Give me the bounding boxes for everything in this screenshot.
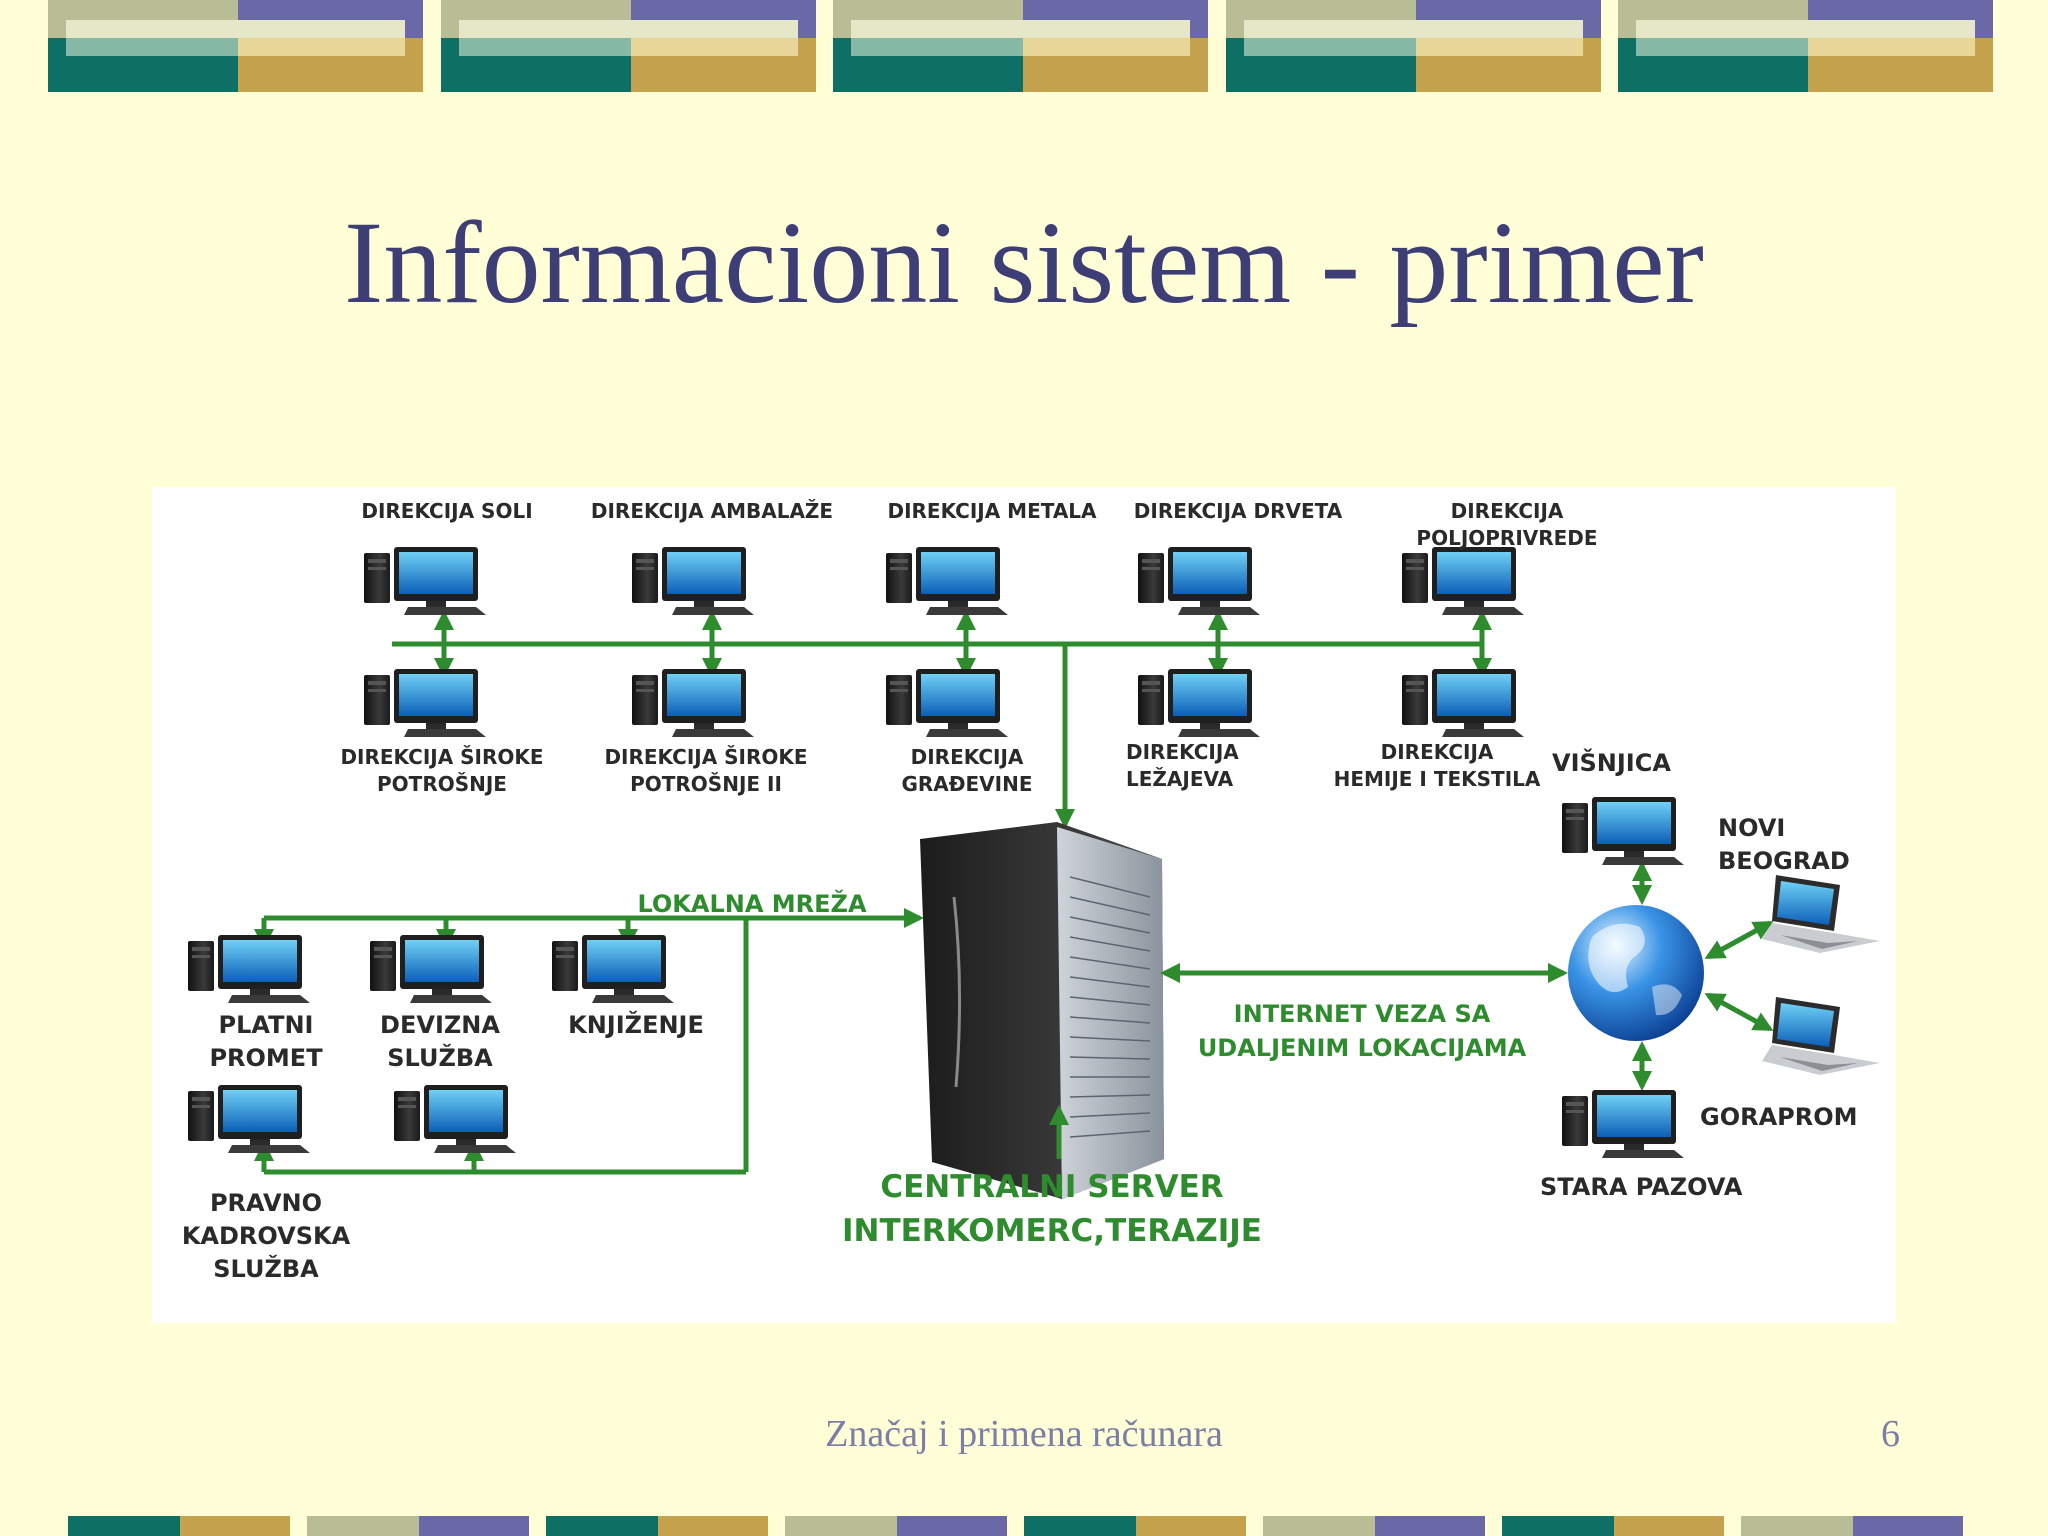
desktop-computer-icon — [1562, 797, 1684, 865]
desktop-computer-icon — [552, 935, 674, 1003]
desktop-computer-icon — [1138, 669, 1260, 737]
office-label: DIREKCIJA SOLI — [361, 499, 533, 523]
globe-icon — [1568, 905, 1704, 1041]
desktop-computer-icon — [188, 935, 310, 1003]
desktop-computer-icon — [364, 669, 486, 737]
desktop-computer-icon — [370, 935, 492, 1003]
office-label: DIREKCIJA ŠIROKE POTROŠNJE — [340, 745, 544, 796]
desktop-computer-icon — [1402, 547, 1524, 615]
internet-label: INTERNET VEZA SA UDALJENIM LOKACIJAMA — [1197, 1000, 1527, 1062]
bottom-decoration-bar — [68, 1516, 1963, 1536]
desktop-computer-icon — [632, 547, 754, 615]
laptop-icon — [1762, 997, 1880, 1075]
office-label: DIREKCIJA ŠIROKE POTROŠNJE II — [604, 745, 808, 796]
top-decoration-bar — [48, 0, 1993, 92]
desktop-computer-icon — [1138, 547, 1260, 615]
desktop-computer-icon — [886, 547, 1008, 615]
remote-location-label: VIŠNJICA — [1552, 749, 1671, 777]
office-label: DIREKCIJA METALA — [887, 499, 1097, 523]
footer-text: Značaj i primena računara — [825, 1413, 1223, 1455]
desktop-computer-icon — [1402, 669, 1524, 737]
department-label: PRAVNO KADROVSKA SLUŽBA — [181, 1189, 351, 1283]
server-tower-icon — [920, 822, 1164, 1199]
remote-location-label: NOVI BEOGRAD — [1718, 814, 1850, 875]
office-label: DIREKCIJA POLJOPRIVREDE — [1416, 499, 1598, 550]
desktop-computer-icon — [394, 1085, 516, 1153]
page-number: 6 — [1881, 1413, 1900, 1455]
remote-location-label: GORAPROM — [1700, 1103, 1858, 1131]
slide-title: Informacioni sistem - primer — [344, 197, 1704, 328]
office-label: DIREKCIJA GRAĐEVINE — [901, 745, 1033, 796]
network-diagram: DIREKCIJA SOLI DIREKCIJA AMBALAŽE DIREKC… — [152, 487, 1896, 1323]
department-label: PLATNI PROMET — [209, 1011, 323, 1072]
desktop-computer-icon — [886, 669, 1008, 737]
desktop-computer-icon — [188, 1085, 310, 1153]
desktop-computer-icon — [364, 547, 486, 615]
office-label: DIREKCIJA HEMIJE I TEKSTILA — [1333, 740, 1541, 791]
office-label: DIREKCIJA AMBALAŽE — [590, 499, 834, 523]
local-network-label: LOKALNA MREŽA — [637, 890, 867, 918]
network-diagram-graphics — [188, 547, 1880, 1199]
laptop-icon — [1762, 875, 1880, 953]
remote-location-label: STARA PAZOVA — [1540, 1173, 1743, 1201]
office-label: DIREKCIJA DRVETA — [1133, 499, 1343, 523]
desktop-computer-icon — [632, 669, 754, 737]
department-label: KNJIŽENJE — [568, 1011, 704, 1039]
server-label: CENTRALNI SERVER INTERKOMERC,TERAZIJE — [842, 1169, 1262, 1249]
department-label: DEVIZNA SLUŽBA — [380, 1011, 500, 1072]
desktop-computer-icon — [1562, 1090, 1684, 1158]
office-label: DIREKCIJA LEŽAJEVA — [1126, 740, 1239, 791]
